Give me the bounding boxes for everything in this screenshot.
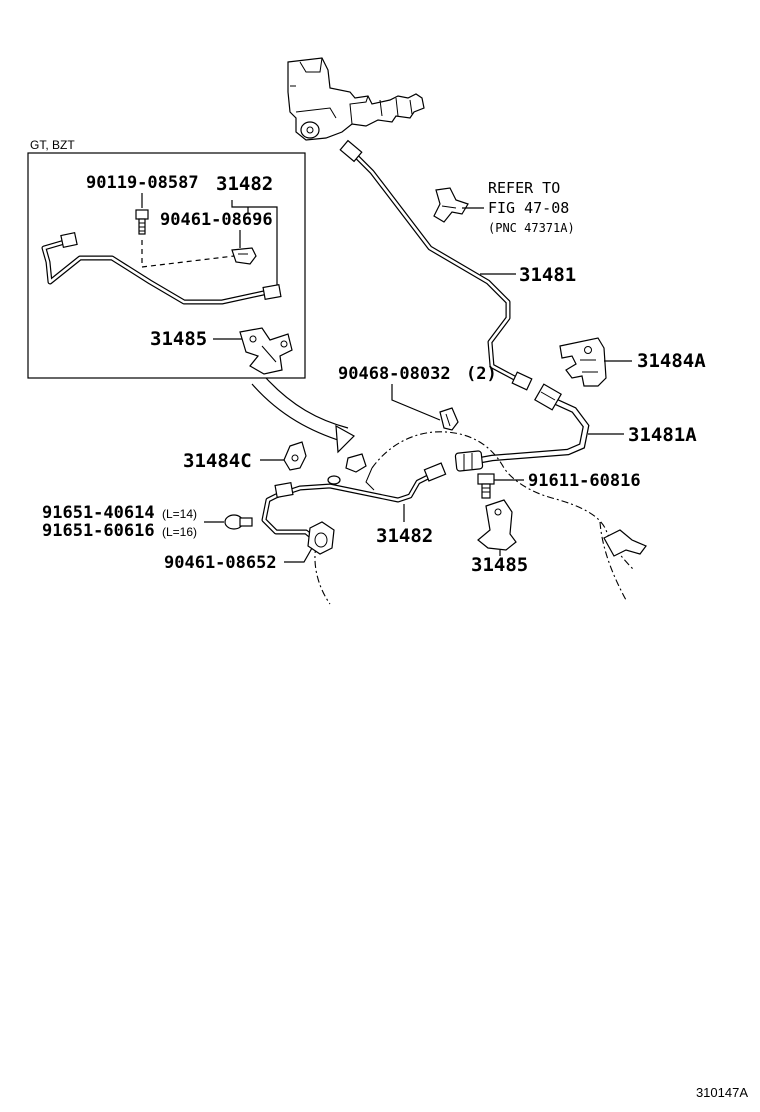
- refer-line-1: REFER TO: [488, 179, 560, 197]
- bracket-31484a-icon: [559, 337, 607, 387]
- pipe-31482: [261, 453, 447, 545]
- bolt-91651-60616-length: (L=16): [162, 525, 197, 539]
- refer-clip-icon: [433, 187, 469, 223]
- inset-title: GT, BZT: [30, 138, 75, 152]
- direction-arrow-icon: [251, 377, 355, 454]
- inset-pipe-label: 31482: [216, 173, 273, 195]
- inset-clip-label: 90461-08696: [160, 210, 273, 230]
- bolt-91611-icon: [477, 473, 495, 499]
- hose-31481: [339, 139, 533, 391]
- bolt-91651-40614-label: 91651-40614: [42, 503, 155, 523]
- figure-id: 310147A: [696, 1085, 748, 1100]
- inset-bolt-label: 90119-08587: [86, 173, 199, 193]
- bracket-31484c-icon: [283, 441, 307, 471]
- hose-31481a-lower-fitting: [454, 450, 484, 472]
- gt-bzt-inset: GT, BZT 90119-08587 31482 90461-08696 31…: [27, 138, 306, 379]
- bolt-91651-60616-label: 91651-60616: [42, 521, 155, 541]
- clutch-master-cylinder: [287, 57, 425, 141]
- clamp-90461-icon: [307, 521, 335, 555]
- bracket-31485-label: 31485: [471, 554, 528, 576]
- clamp-90461-label: 90461-08652: [164, 553, 277, 573]
- pipe-fitting-clip: [327, 453, 367, 485]
- inset-clip-icon: [231, 247, 257, 265]
- bolt-91611-label: 91611-60816: [528, 471, 641, 491]
- inset-pipe: [41, 231, 282, 305]
- inset-bracket-label: 31485: [150, 328, 207, 350]
- clip-90468-icon: [439, 407, 459, 431]
- inset-bracket-icon: [239, 327, 293, 375]
- bracket-31485-icon: [477, 499, 517, 551]
- hose-31481a-label: 31481A: [628, 424, 697, 446]
- refer-line-3: (PNC 47371A): [488, 221, 575, 235]
- hose-31481a: [454, 383, 590, 472]
- clip-90468-label: 90468-08032: [338, 364, 451, 384]
- bracket-31484a-label: 31484A: [637, 350, 706, 372]
- refer-line-2: FIG 47-08: [488, 199, 569, 217]
- hose-31481-label: 31481: [519, 264, 576, 286]
- hose-31481a-upper-fitting: [534, 383, 562, 411]
- clip-90468-qty: (2): [466, 364, 497, 384]
- bracket-31484c-label: 31484C: [183, 450, 252, 472]
- bolt-91651-icon: [224, 514, 253, 530]
- inset-bolt-icon: [135, 209, 149, 235]
- bolt-91651-40614-length: (L=14): [162, 507, 197, 521]
- transmission-outline: [314, 431, 647, 605]
- pipe-31482-label: 31482: [376, 525, 433, 547]
